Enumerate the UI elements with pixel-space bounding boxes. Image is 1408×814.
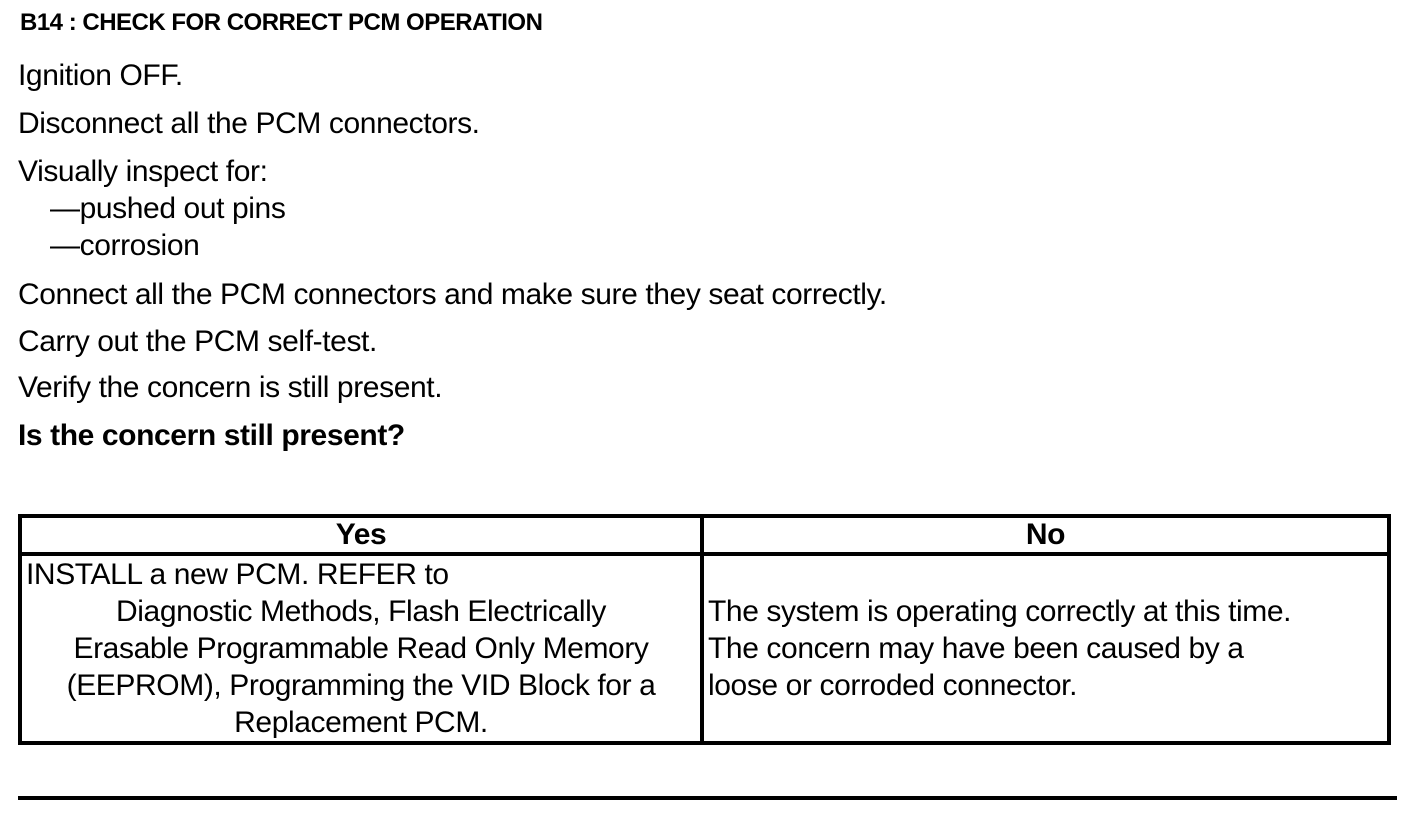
yes-header: Yes	[18, 514, 704, 556]
no-line: The system is operating correctly at thi…	[708, 595, 1292, 628]
bottom-divider	[18, 796, 1397, 800]
table-row: INSTALL a new PCM. REFER to Diagnostic M…	[18, 552, 1391, 745]
no-header: No	[700, 514, 1391, 556]
yes-line: INSTALL a new PCM. REFER to	[26, 558, 449, 591]
inspect-item-corrosion: —corrosion	[50, 229, 200, 262]
no-line: The concern may have been caused by a	[708, 632, 1244, 665]
step-disconnect-connectors: Disconnect all the PCM connectors.	[18, 107, 480, 140]
no-action-cell: The system is operating correctly at thi…	[700, 552, 1391, 745]
yes-line: Diagnostic Methods, Flash Electrically	[116, 595, 606, 628]
step-ignition-off: Ignition OFF.	[18, 59, 183, 92]
step-connect-connectors: Connect all the PCM connectors and make …	[18, 278, 887, 311]
yes-line: (EEPROM), Programming the VID Block for …	[66, 669, 656, 702]
step-verify-concern: Verify the concern is still present.	[18, 371, 443, 404]
yes-action-cell: INSTALL a new PCM. REFER to Diagnostic M…	[18, 552, 704, 745]
diagnostic-question: Is the concern still present?	[18, 419, 405, 452]
table-header-row: Yes No	[18, 514, 1391, 556]
step-title: B14 : CHECK FOR CORRECT PCM OPERATION	[20, 9, 543, 36]
yes-line: Replacement PCM.	[234, 706, 488, 739]
step-visually-inspect: Visually inspect for:	[18, 155, 268, 188]
no-line: loose or corroded connector.	[708, 669, 1078, 702]
yes-line: Erasable Programmable Read Only Memory	[73, 632, 649, 665]
step-self-test: Carry out the PCM self-test.	[18, 325, 377, 358]
inspect-item-pushed-out-pins: —pushed out pins	[50, 192, 286, 225]
yes-no-table: Yes No INSTALL a new PCM. REFER to Diagn…	[18, 514, 1391, 745]
